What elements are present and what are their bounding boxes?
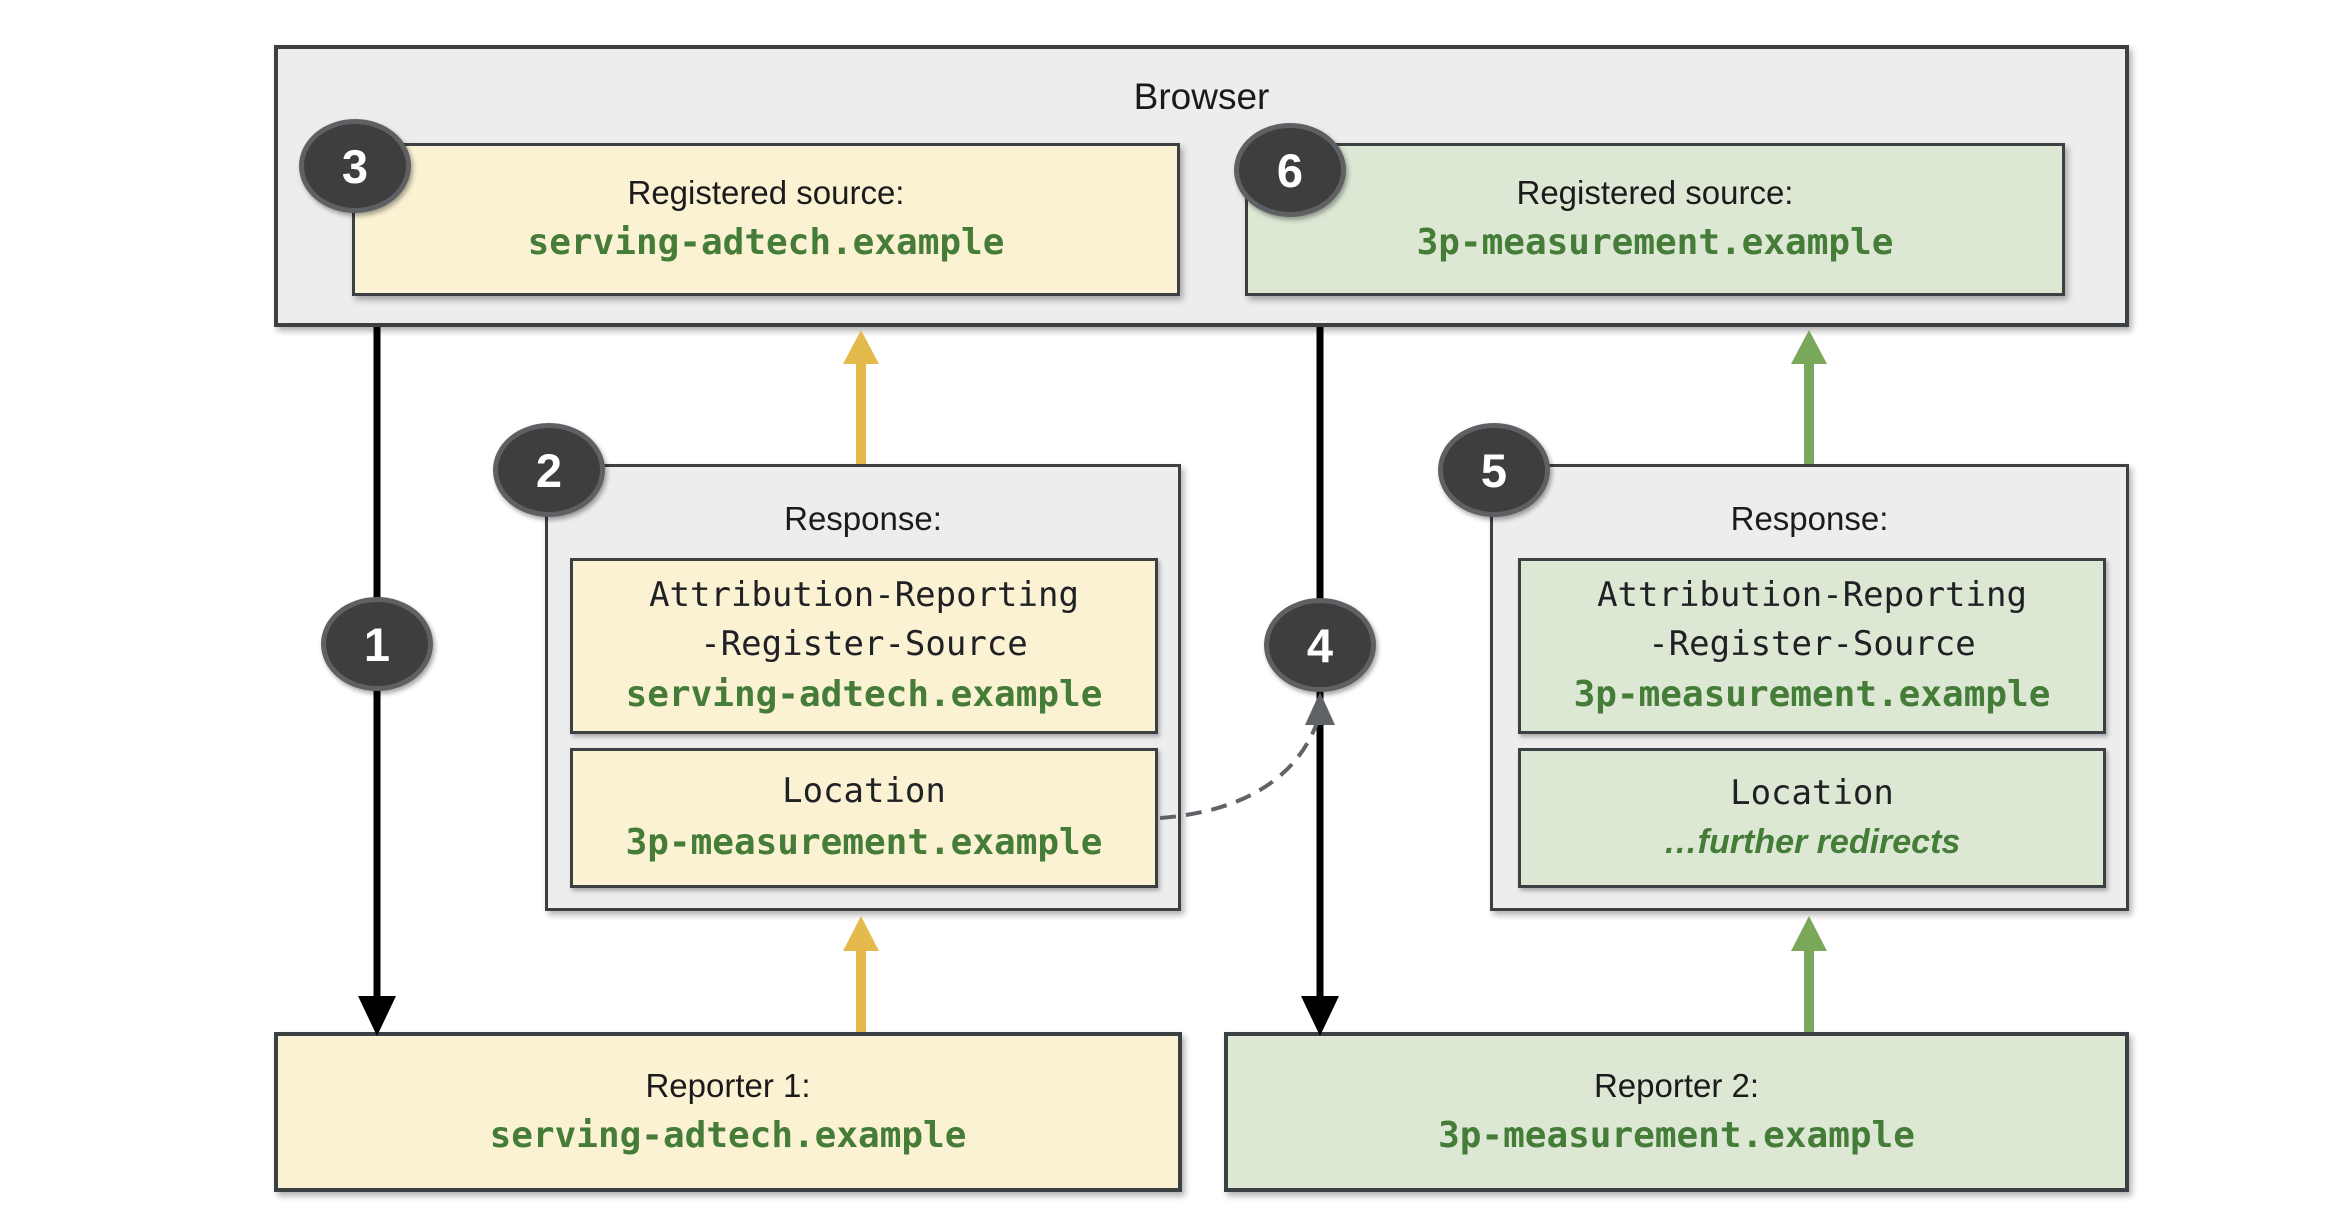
reporter-1-domain: serving-adtech.example — [489, 1114, 967, 1156]
reporter-2-box: Reporter 2: 3p-measurement.example — [1224, 1032, 2129, 1192]
location-label: Location — [782, 771, 946, 812]
response2-register-source-header: Attribution-Reporting -Register-Source 3… — [1518, 558, 2106, 734]
arrow-location-redirect-dashed — [1159, 692, 1335, 820]
badge-step-6: 6 — [1234, 123, 1346, 217]
location-label: Location — [1730, 772, 1894, 813]
registered-source-box-1: Registered source: serving-adtech.exampl… — [352, 143, 1180, 296]
header-value: 3p-measurement.example — [1573, 674, 2051, 716]
response-title-1: Response: — [784, 500, 942, 537]
location-value: 3p-measurement.example — [625, 821, 1103, 863]
badge-step-1: 1 — [321, 597, 433, 691]
badge-step-2: 2 — [493, 423, 605, 517]
location-value-further-redirects: …further redirects — [1663, 823, 1961, 861]
arrow-response1-to-browser-yellow — [843, 330, 879, 464]
registered-source-label-2: Registered source: — [1516, 174, 1794, 212]
browser-title: Browser — [1133, 76, 1270, 117]
registered-source-domain-1: serving-adtech.example — [527, 222, 1005, 264]
header-line2: -Register-Source — [700, 623, 1028, 664]
header-line1: Attribution-Reporting — [1597, 574, 2027, 615]
response1-location-header: Location 3p-measurement.example — [570, 748, 1158, 888]
response2-location-header: Location …further redirects — [1518, 748, 2106, 888]
arrow-response2-to-browser-green — [1791, 330, 1827, 464]
badge-step-5: 5 — [1438, 423, 1550, 517]
reporter-1-label: Reporter 1: — [645, 1066, 811, 1104]
reporter-1-box: Reporter 1: serving-adtech.example — [274, 1032, 1182, 1192]
response-title-2: Response: — [1730, 500, 1889, 537]
header-value: serving-adtech.example — [625, 674, 1103, 716]
reporter-2-domain: 3p-measurement.example — [1438, 1114, 1915, 1156]
registered-source-label-1: Registered source: — [627, 174, 905, 212]
response1-register-source-header: Attribution-Reporting -Register-Source s… — [570, 558, 1158, 734]
header-line2: -Register-Source — [1648, 623, 1976, 664]
registered-source-box-2: Registered source: 3p-measurement.exampl… — [1245, 143, 2065, 296]
badge-step-4: 4 — [1264, 598, 1376, 692]
registered-source-domain-2: 3p-measurement.example — [1416, 222, 1894, 264]
header-line1: Attribution-Reporting — [649, 574, 1079, 615]
badge-step-3: 3 — [299, 119, 411, 213]
arrow-reporter2-to-response2-green — [1791, 916, 1827, 1032]
arrow-reporter1-to-response1-yellow — [843, 916, 879, 1032]
reporter-2-label: Reporter 2: — [1593, 1066, 1760, 1104]
